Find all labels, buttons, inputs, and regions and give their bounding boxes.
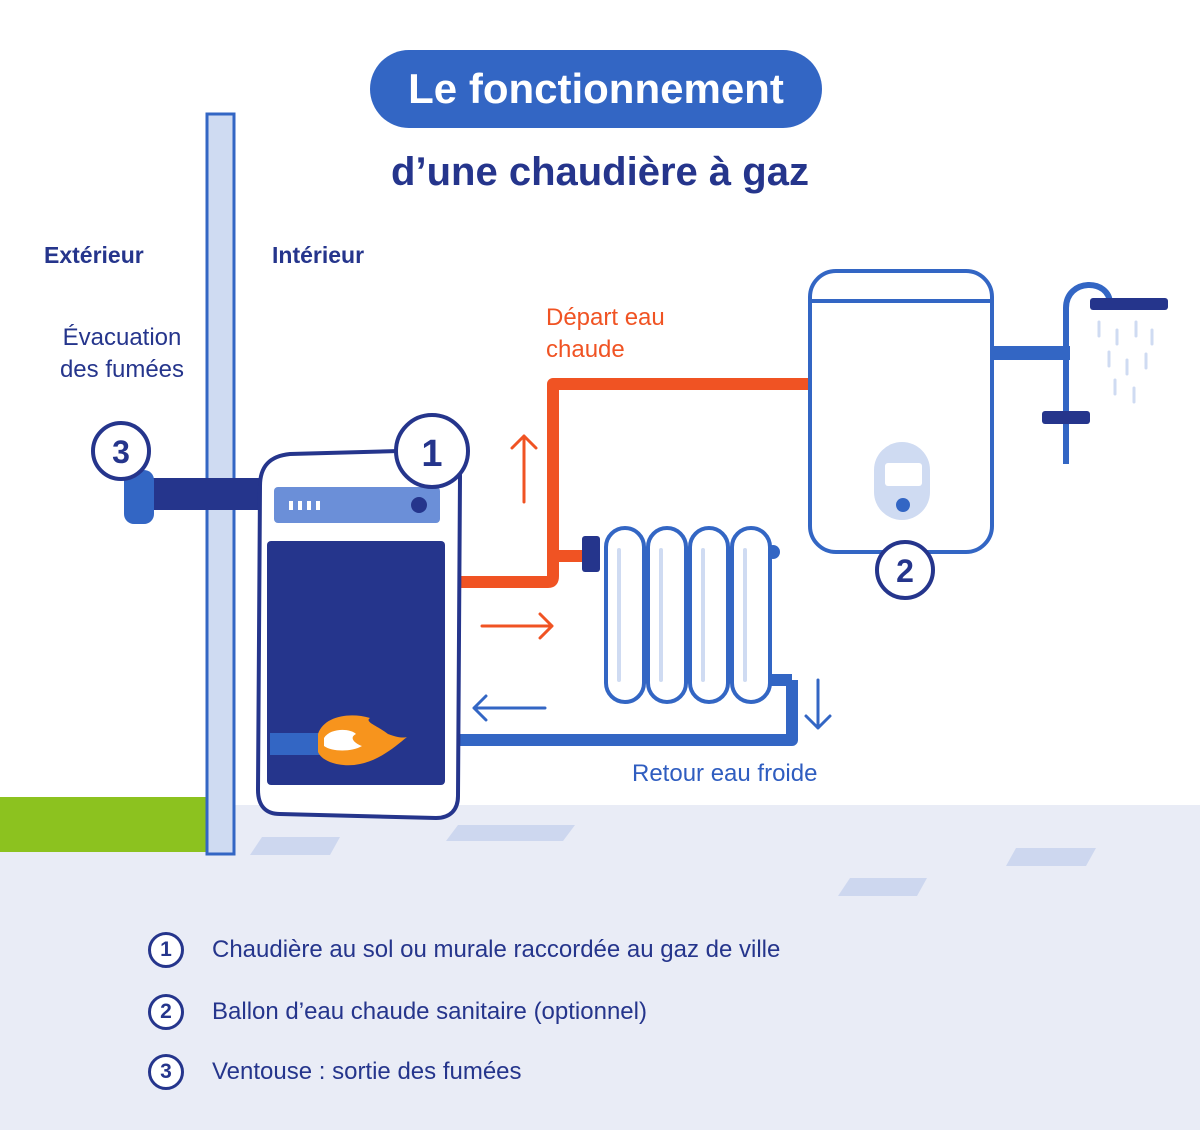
label-hot-line2: chaude — [546, 336, 625, 363]
label-cold-return: Retour eau froide — [632, 760, 818, 787]
legend-item-3: 3 Ventouse : sortie des fumées — [148, 1050, 522, 1094]
label-hot-line1: Départ eau — [546, 304, 665, 331]
label-smoke-line1: Évacuation — [62, 324, 182, 351]
legend-item-1: 1 Chaudière au sol ou murale raccordée a… — [148, 928, 780, 972]
legend-text-3: Ventouse : sortie des fumées — [212, 1058, 522, 1085]
legend-num-1: 1 — [148, 932, 184, 968]
label-exterior: Extérieur — [44, 242, 144, 268]
floor — [0, 805, 1200, 1130]
badge-vent-text: 3 — [112, 434, 130, 470]
radiator-icon — [582, 526, 780, 704]
badge-vent: 3 — [91, 421, 151, 481]
badge-tank: 2 — [875, 540, 935, 600]
shower-icon — [1042, 282, 1168, 464]
badge-boiler-text: 1 — [421, 433, 442, 475]
boiler-icon — [255, 447, 463, 821]
legend-text-2: Ballon d’eau chaude sanitaire (optionnel… — [212, 998, 647, 1025]
water-tank-icon — [808, 269, 1070, 554]
subtitle: d’une chaudière à gaz — [391, 150, 809, 194]
flow-arrows — [472, 434, 832, 730]
label-hot-water: Départ eau chaude — [546, 302, 665, 366]
hot-supply-pipe — [458, 378, 810, 588]
title-pill: Le fonctionnement — [370, 50, 822, 128]
legend-item-2: 2 Ballon d’eau chaude sanitaire (optionn… — [148, 990, 647, 1034]
vent-pipe — [124, 470, 260, 524]
flame-icon — [318, 715, 407, 766]
label-smoke-exhaust: Évacuation des fumées — [52, 322, 192, 386]
legend-num-3: 3 — [148, 1054, 184, 1090]
badge-tank-text: 2 — [896, 553, 914, 589]
legend-num-2: 2 — [148, 994, 184, 1030]
label-interior: Intérieur — [272, 242, 365, 268]
floor-tiles — [250, 825, 1096, 896]
label-smoke-line2: des fumées — [59, 356, 185, 383]
grass — [0, 797, 210, 852]
badge-boiler: 1 — [394, 413, 470, 489]
legend-text-1: Chaudière au sol ou murale raccordée au … — [212, 936, 781, 963]
